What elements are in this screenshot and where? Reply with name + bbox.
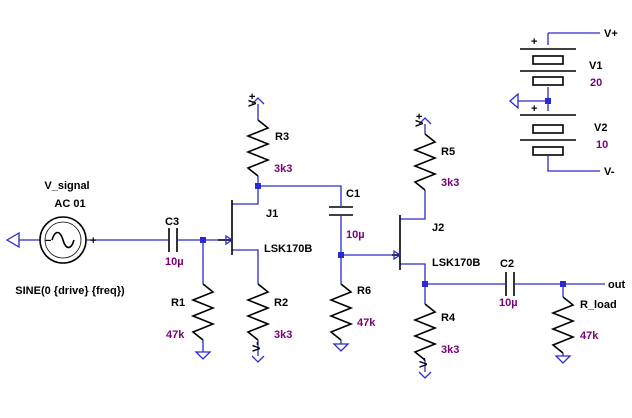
v1-plus-sign: + <box>531 36 537 48</box>
output-net-label: out <box>608 279 625 291</box>
resistor-r6: R6 47k <box>328 283 376 341</box>
resistor-r1: R1 47k <box>166 283 216 341</box>
vminus-flag-icon <box>251 355 265 363</box>
resistor-r3: R3 3k3 <box>245 119 292 177</box>
j2-name: J2 <box>432 222 444 234</box>
r6-value: 47k <box>357 317 376 329</box>
v1-name: V1 <box>589 60 602 72</box>
v2-name: V2 <box>594 122 607 134</box>
rload-name: R_load <box>580 299 617 311</box>
c3-value: 10µ <box>165 256 184 268</box>
j1-name: J1 <box>266 208 278 220</box>
battery-v2: + V2 10 <box>520 103 608 156</box>
junction-out <box>560 281 566 287</box>
v-signal-spec: SINE(0 {drive} {freq}) <box>15 285 125 297</box>
jfet-gate-arrow-icon <box>225 234 234 246</box>
r3-name: R3 <box>275 131 289 143</box>
battery-cell-icon <box>532 55 564 65</box>
junction-gate1 <box>200 237 206 243</box>
resistor-zigzag-icon <box>550 296 576 354</box>
vplus-flag-label-r3: V+ <box>247 93 259 107</box>
v-signal-minus-sign: − <box>45 235 51 247</box>
resistor-zigzag-icon <box>245 283 271 341</box>
junction-supply-mid <box>545 98 551 104</box>
jfet-j2: J2 LSK170B <box>392 215 480 270</box>
resistor-zigzag-icon <box>412 133 438 191</box>
vminus-flag-label-r2: V- <box>251 341 263 352</box>
junctions <box>200 98 566 287</box>
wire-drain1-jfet <box>232 186 259 205</box>
v1-value: 20 <box>590 77 602 89</box>
r5-name: R5 <box>441 146 455 158</box>
vminus-flag-label-r4: V- <box>418 357 430 368</box>
resistor-zigzag-icon <box>412 303 438 361</box>
sine-wave-icon <box>51 231 75 249</box>
resistor-zigzag-icon <box>245 119 271 177</box>
battery-cell-icon <box>532 124 564 134</box>
resistor-r4: R4 3k3 <box>412 303 459 361</box>
ground-icon <box>554 355 572 364</box>
c3-name: C3 <box>165 216 179 228</box>
wire-vminus-net <box>547 156 600 172</box>
battery-cell-icon <box>532 76 564 86</box>
j2-value: LSK170B <box>432 257 480 269</box>
capacitor-c2: C2 10µ <box>499 258 518 309</box>
v-signal-source: − + V_signal AC 01 SINE(0 {drive} {freq}… <box>15 180 125 297</box>
battery-v1: + V1 20 <box>520 36 602 89</box>
battery-cell-icon <box>532 146 564 156</box>
resistor-r5: R5 3k3 <box>412 133 459 191</box>
r3-value: 3k3 <box>274 163 292 175</box>
v2-value: 10 <box>596 139 608 151</box>
r2-value: 3k3 <box>274 329 292 341</box>
wire-source2-r4 <box>400 263 426 304</box>
wire-source1-r2 <box>232 249 259 284</box>
resistor-r2: R2 3k3 <box>245 283 292 341</box>
c2-name: C2 <box>500 258 514 270</box>
ac-source-icon <box>39 216 87 264</box>
r2-name: R2 <box>274 297 288 309</box>
v2-plus-sign: + <box>531 103 537 115</box>
v-signal-plus-sign: + <box>90 235 96 247</box>
jfet-gate-arrow-icon <box>393 249 402 261</box>
rload-value: 47k <box>580 330 599 342</box>
r6-name: R6 <box>357 285 371 297</box>
c1-name: C1 <box>346 188 360 200</box>
ground-icon <box>194 351 212 360</box>
r4-name: R4 <box>441 312 456 324</box>
ground-icon <box>5 231 20 249</box>
vplus-flag-label-r5: V+ <box>414 113 426 127</box>
wire-drain1-c1 <box>258 185 342 206</box>
wire-r5-drain2 <box>400 190 426 220</box>
ground-icon <box>509 92 519 110</box>
r1-name: R1 <box>171 297 185 309</box>
capacitor-c3: C3 10µ <box>165 216 184 268</box>
wires <box>19 32 605 372</box>
resistor-rload: R_load 47k <box>550 296 617 354</box>
v-signal-value: AC 01 <box>54 198 85 210</box>
ground-symbols <box>5 92 572 364</box>
vminus-flag-icon <box>418 371 432 379</box>
junction-source2 <box>422 281 428 287</box>
supply-flags: V+ V+ V- V- V+ V- out <box>247 28 625 379</box>
jfet-j1: J1 LSK170B <box>218 200 312 255</box>
resistor-zigzag-icon <box>190 283 216 341</box>
junction-gate2 <box>338 252 344 258</box>
vminus-net-label: V- <box>604 166 615 178</box>
ground-icon <box>332 343 350 352</box>
c1-value: 10µ <box>346 229 365 241</box>
vplus-flag-icon <box>251 97 265 105</box>
r5-value: 3k3 <box>441 177 459 189</box>
vplus-net-label: V+ <box>604 28 618 40</box>
resistor-zigzag-icon <box>328 283 354 341</box>
v-signal-name: V_signal <box>44 180 89 192</box>
capacitor-c1: C1 10µ <box>329 188 365 241</box>
vplus-flag-icon <box>418 117 432 125</box>
j1-value: LSK170B <box>264 243 312 255</box>
r4-value: 3k3 <box>441 344 459 356</box>
c2-value: 10µ <box>499 297 518 309</box>
r1-value: 47k <box>166 329 185 341</box>
junction-drain1 <box>255 183 261 189</box>
